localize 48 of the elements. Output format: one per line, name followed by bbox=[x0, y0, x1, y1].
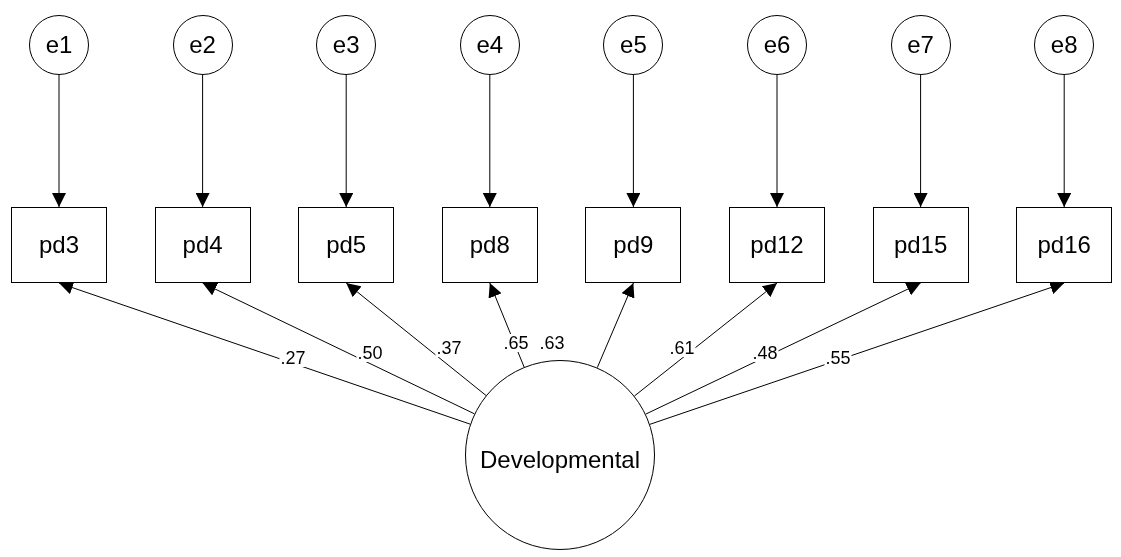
variable-name: e2 bbox=[189, 31, 216, 59]
path-arrow bbox=[482, 74, 497, 208]
observed-variable-box bbox=[11, 207, 107, 283]
path-arrow bbox=[195, 74, 210, 208]
path-arrow bbox=[339, 74, 354, 208]
observed-variable-box bbox=[872, 207, 969, 283]
observed-variable-box bbox=[298, 207, 395, 283]
variable-name: e8 bbox=[1050, 31, 1078, 59]
edge-label: .65 bbox=[502, 334, 530, 352]
error-term-circle bbox=[747, 15, 807, 75]
path-arrow bbox=[913, 74, 928, 208]
variable-name: e3 bbox=[332, 31, 360, 59]
edge-label: .63 bbox=[538, 334, 566, 352]
variable-name: e6 bbox=[763, 31, 791, 59]
observed-variable-box bbox=[729, 207, 825, 283]
variable-name: e4 bbox=[476, 31, 504, 59]
path-arrow bbox=[52, 74, 66, 208]
variable-name: e1 bbox=[45, 31, 73, 59]
variable-name: Developmental bbox=[479, 446, 641, 474]
path-arrow bbox=[345, 282, 487, 396]
edge-label: .37 bbox=[435, 339, 463, 357]
path-arrow bbox=[596, 282, 635, 369]
edge-label: .48 bbox=[751, 344, 779, 362]
path-arrow bbox=[1057, 74, 1072, 208]
path-arrow bbox=[633, 282, 778, 397]
variable-name: pd3 bbox=[38, 231, 79, 259]
observed-variable-box bbox=[441, 207, 538, 283]
edge-label: .61 bbox=[668, 339, 696, 357]
path-arrow bbox=[202, 282, 475, 415]
variable-name: pd16 bbox=[1037, 231, 1091, 259]
observed-variable-box bbox=[154, 207, 251, 283]
variable-name: e5 bbox=[620, 31, 647, 59]
variable-name: pd4 bbox=[182, 231, 223, 259]
variable-name: pd8 bbox=[469, 231, 510, 259]
variable-name: pd5 bbox=[326, 231, 367, 259]
edge-label: .27 bbox=[279, 349, 307, 367]
path-arrow bbox=[626, 74, 641, 208]
variable-name: e7 bbox=[907, 31, 934, 59]
variable-name: pd9 bbox=[613, 231, 654, 259]
variable-name: pd15 bbox=[893, 231, 948, 259]
variable-name: pd12 bbox=[750, 231, 804, 259]
path-arrow bbox=[770, 74, 784, 208]
edge-label: .55 bbox=[824, 349, 852, 367]
edge-label: .50 bbox=[356, 344, 384, 362]
observed-variable-box bbox=[585, 207, 682, 283]
path-arrow bbox=[645, 282, 922, 415]
observed-variable-box bbox=[1016, 207, 1113, 283]
error-term-circle bbox=[29, 15, 89, 75]
